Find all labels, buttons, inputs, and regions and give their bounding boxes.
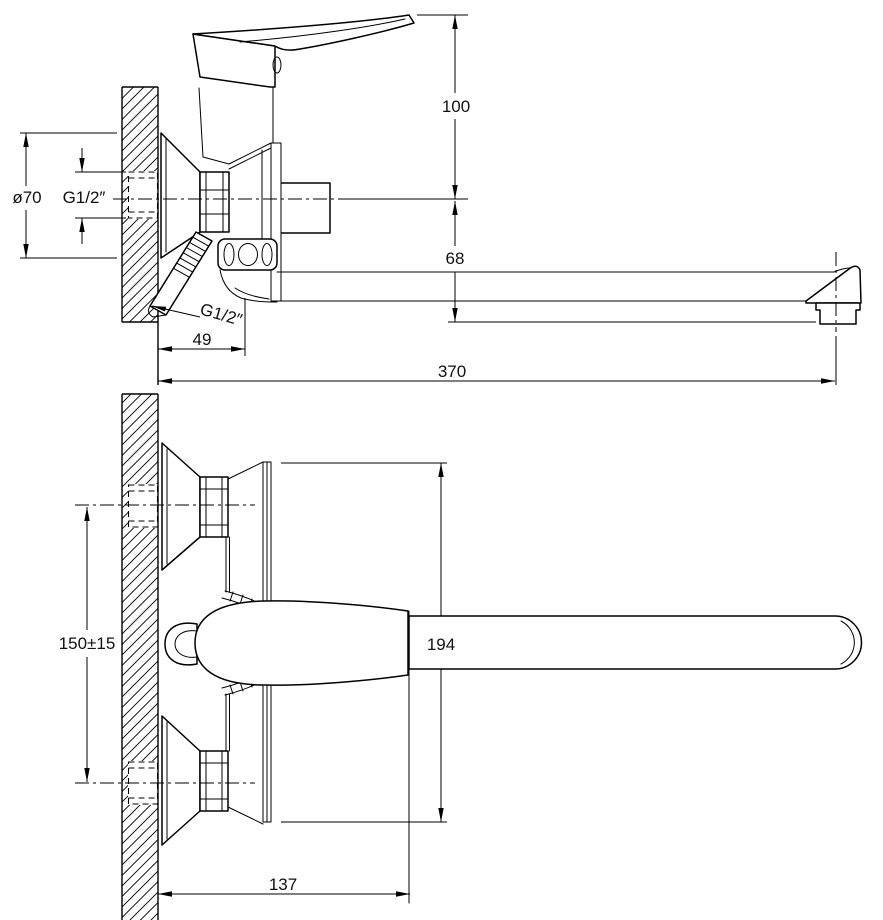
mounting-plate-plan: [221, 461, 272, 825]
mounting-flange-side: [270, 142, 282, 302]
dimensions-side: [20, 14, 835, 382]
eccentric-connector-hidden-side: [127, 171, 159, 219]
spout-end-inner-arc: [840, 620, 855, 665]
dim-label-spout-reach: 370: [438, 362, 466, 381]
body-stub: [281, 182, 331, 234]
shower-outlet-pipe: [148, 231, 213, 318]
handle-plan: [164, 600, 409, 686]
dim-label-handle-height: 100: [442, 97, 470, 116]
spout-plan: [408, 610, 863, 904]
wall-hatch-gap: [128, 171, 158, 219]
dim-label-flange-diameter: ø70: [12, 188, 41, 207]
wall-edge-side: [121, 86, 158, 323]
dim-label-shower-thread: G1/2″: [198, 300, 244, 330]
plan-view: 150±15 194 137: [59, 393, 863, 920]
mixer-body-side: [198, 86, 282, 303]
wall-section-plan: [121, 393, 159, 920]
handle-side: [192, 14, 415, 88]
wall-edge-plan: [121, 393, 158, 920]
body-bell: [228, 142, 272, 258]
wall-section-side: [121, 86, 159, 385]
dim-label-wall-to-handle: 137: [269, 875, 297, 894]
handle-hub: [194, 600, 409, 686]
eccentric-hidden-top: [127, 484, 159, 528]
dim-label-inlet-thread: G1/2″: [63, 188, 106, 207]
escutcheon-top-plan: [161, 442, 201, 571]
escutcheon-bottom-plan: [161, 715, 201, 846]
dim-label-body-span: 194: [427, 635, 455, 654]
spout-outlet: [805, 265, 862, 325]
handle-screw-cap: [272, 56, 282, 74]
spout-bar: [408, 615, 863, 670]
inlet-nut-top-plan: [199, 476, 229, 538]
spout-shoulder: [219, 269, 278, 303]
handle-end-cap: [164, 622, 198, 666]
dim-label-spout-drop: 68: [446, 249, 465, 268]
side-view: ø70 G1/2″ 100 68 49 370 G1/2″: [12, 14, 862, 385]
body-neck-lines: [225, 536, 230, 752]
dim-label-wall-to-body: 49: [193, 330, 212, 349]
inlet-nut-bottom-plan: [199, 750, 229, 812]
inlet-nut-side: [199, 171, 230, 233]
thread-lines: [173, 236, 210, 278]
dimensions-plan: [86, 462, 447, 895]
dim-label-inlet-spacing: 150±15: [59, 634, 116, 653]
outlet-nozzle: [815, 302, 861, 325]
body-cylinder: [198, 86, 274, 165]
plate-cones: [227, 461, 264, 825]
wall-hatch-plan: [122, 394, 158, 920]
